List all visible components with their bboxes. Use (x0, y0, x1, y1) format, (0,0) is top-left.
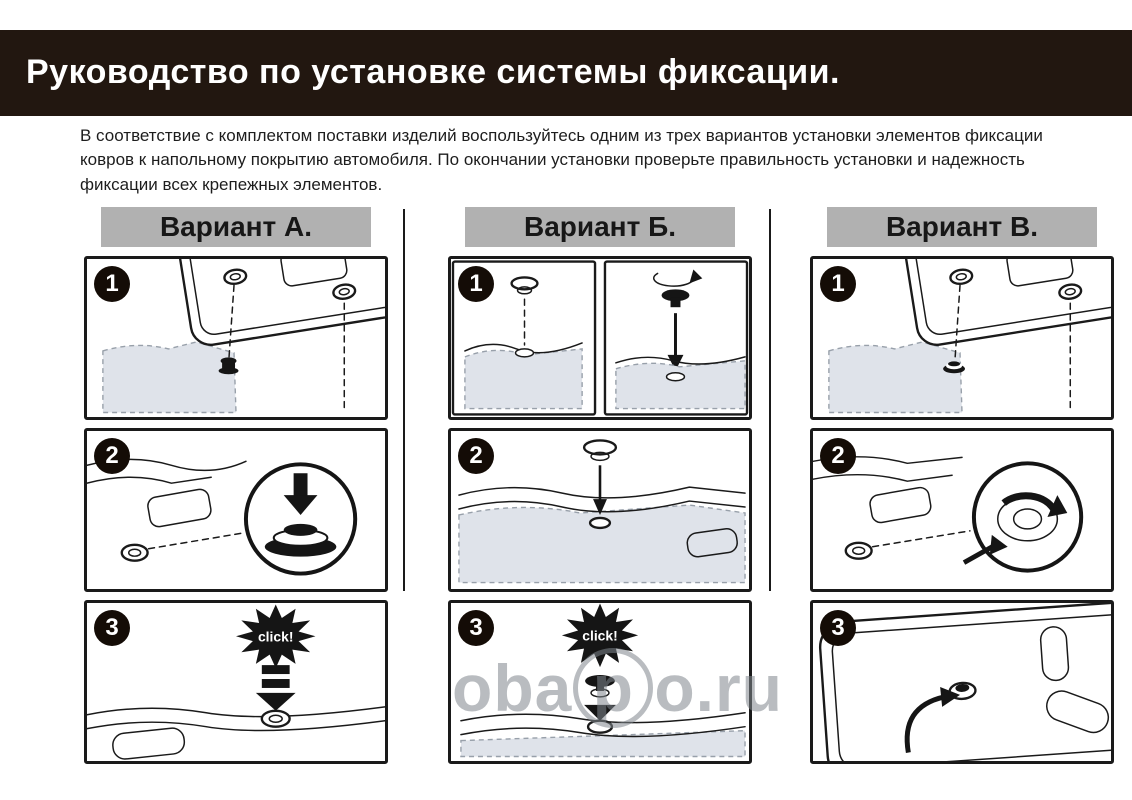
clip-fastener-icon (264, 523, 337, 557)
diagram-v3-fastener-installed (818, 603, 1111, 761)
variant-b-step-3-panel: 3 click! (448, 600, 752, 764)
click-label: click! (258, 628, 294, 644)
variant-a-step-3-panel: 3 click! (84, 600, 388, 764)
diagram-v2-twist-fastener-detail (813, 456, 1084, 573)
variants-container: Вариант А. 1 (0, 207, 1132, 767)
grommet-icon (510, 276, 539, 295)
click-burst-icon (236, 604, 316, 669)
diagram-b1-screw-fastener-setup (451, 260, 749, 416)
page-title: Руководство по установке системы фиксаци… (26, 53, 840, 91)
variant-v-label: Вариант В. (885, 211, 1039, 242)
variant-v-step-3-panel: 3 (810, 600, 1114, 764)
column-divider (769, 209, 771, 591)
floor-disc-icon (943, 361, 965, 374)
step-number-badge: 2 (94, 438, 130, 474)
column-divider (403, 209, 405, 591)
variant-b-step-1-panel: 1 (448, 256, 752, 420)
variant-v-step-2-panel: 2 (810, 428, 1114, 592)
variant-v-column: Вариант В. 1 (810, 207, 1114, 772)
diagram-v1-mat-over-floor-disc (828, 259, 1111, 414)
step-number-badge: 3 (820, 610, 856, 646)
variant-a-step-2-panel: 2 (84, 428, 388, 592)
rotate-arrow-icon (1001, 492, 1057, 511)
alignment-dashed-line (228, 284, 235, 358)
variant-a-column: Вариант А. 1 (84, 207, 388, 772)
variant-a-step-1-panel: 1 (84, 256, 388, 420)
diagram-b3-press-until-click: click! (460, 603, 746, 758)
press-arrow-icon (584, 704, 616, 721)
variant-b-header: Вариант Б. (465, 207, 735, 247)
variant-b-column: Вариант Б. 1 (448, 207, 752, 772)
diagram-b2-insert-fastener-into-mat (458, 439, 746, 584)
diagram-a1-mat-over-floor-pin (102, 259, 385, 414)
variant-b-label: Вариант Б. (524, 211, 676, 242)
press-arrow-icon (261, 665, 290, 675)
grommet-icon (582, 439, 618, 462)
click-label: click! (582, 627, 618, 643)
step-number-badge: 1 (820, 266, 856, 302)
diagram-a3-press-until-click: click! (87, 604, 385, 760)
variant-a-label: Вариант А. (159, 211, 313, 242)
floor-pin-icon (218, 357, 239, 375)
step-number-badge: 3 (94, 610, 130, 646)
press-down-arrow-icon (293, 473, 308, 498)
step-number-badge: 1 (458, 266, 494, 302)
title-bar: Руководство по установке системы фиксаци… (0, 30, 1132, 116)
step-number-badge: 3 (458, 610, 494, 646)
step-number-badge: 2 (820, 438, 856, 474)
variant-a-header: Вариант А. (101, 207, 371, 247)
step-number-badge: 2 (458, 438, 494, 474)
diagram-a2-clip-cross-section (87, 458, 358, 576)
intro-text: В соответствие с комплектом поставки изд… (80, 126, 1043, 194)
screw-fastener-icon (661, 289, 690, 308)
fastener-icon (585, 675, 615, 698)
hook-arrow-icon (904, 694, 945, 753)
click-burst-icon (561, 603, 639, 668)
variant-v-header: Вариант В. (827, 207, 1097, 247)
step-number-badge: 1 (94, 266, 130, 302)
pointer-arrow-icon (962, 542, 997, 565)
variant-b-step-2-panel: 2 (448, 428, 752, 592)
variant-v-step-1-panel: 1 (810, 256, 1114, 420)
